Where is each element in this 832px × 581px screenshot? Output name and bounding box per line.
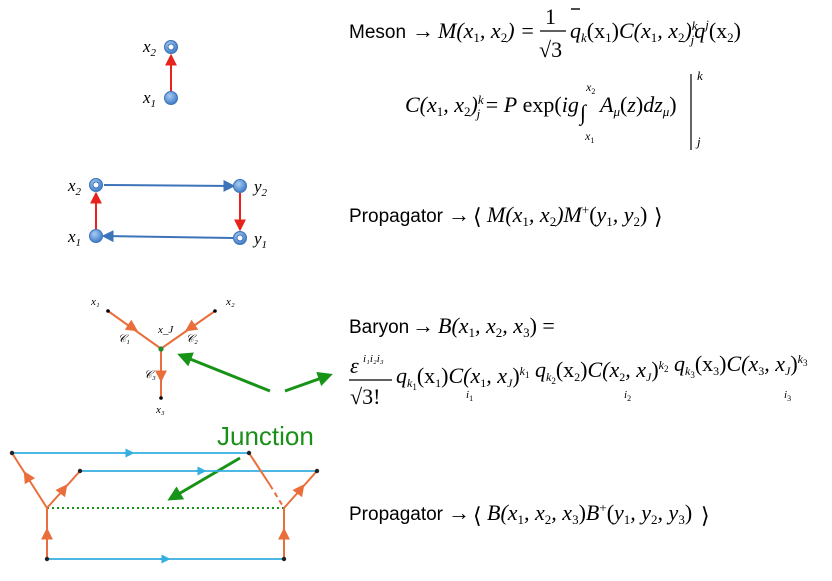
svg-text:𝒞₃: 𝒞₃	[144, 369, 156, 381]
baryon-propagator-diagram	[9, 448, 320, 564]
prop-y2-label: y2	[252, 177, 268, 199]
svg-text:j: j	[695, 134, 701, 149]
svg-text:B(x1, x2, x3)B+(y1, y2, y3): B(x1, x2, x3)B+(y1, y2, y3)	[487, 500, 692, 527]
svg-text:i1: i1	[466, 389, 473, 403]
svg-text:x₃: x₃	[155, 404, 165, 416]
svg-text:√3: √3	[539, 37, 562, 62]
svg-text:qk1(x1)C(x1, xJ)k1 qk2(x2)C(x2: qk1(x1)C(x1, xJ)k1 qk2(x2)C(x2, xJ)k2 qk…	[396, 349, 808, 392]
svg-text:→: →	[412, 313, 434, 338]
svg-text:M(x1, x2) =: M(x1, x2) =	[437, 18, 535, 45]
svg-text:M(x1, x2)M+(y1, y2): M(x1, x2)M+(y1, y2)	[486, 202, 647, 229]
junction-point	[158, 346, 164, 352]
svg-text:∫: ∫	[578, 100, 588, 126]
svg-text:1: 1	[545, 4, 556, 29]
junction-annotation: Junction	[167, 352, 333, 501]
svg-text:→: →	[448, 500, 470, 525]
x1-label: x1	[142, 88, 156, 110]
node-y2	[233, 179, 247, 193]
svg-text:√3!: √3!	[350, 384, 380, 409]
svg-text:C(x1, x2)kj = P exp(ig: C(x1, x2)kj = P exp(ig	[405, 92, 579, 121]
svg-text:→: →	[412, 18, 434, 43]
svg-text:x2: x2	[585, 80, 595, 96]
prop-y1-label: y1	[252, 229, 267, 251]
node-x1	[89, 229, 103, 243]
baryon-equation: Baryon → B(x1, x2, x3) = ε i₁i₂i₃ √3! qk…	[349, 313, 808, 409]
junction-arrow-to-equation	[284, 371, 333, 393]
svg-text:x_J: x_J	[157, 324, 174, 336]
svg-text:⟨: ⟨	[473, 503, 482, 528]
meson-propagator-equation: Propagator → ⟨ M(x1, x2)M+(y1, y2) ⟩	[349, 202, 663, 229]
svg-text:k: k	[697, 68, 703, 83]
svg-text:𝒞₁: 𝒞₁	[118, 333, 130, 345]
svg-text:B(x1, x2, x3) =: B(x1, x2, x3) =	[438, 313, 555, 340]
svg-text:Aμ(z)dzμ): Aμ(z)dzμ)	[598, 92, 677, 119]
baryon-propagator-equation: Propagator → ⟨ B(x1, x2, x3)B+(y1, y2, y…	[349, 500, 710, 528]
svg-text:𝒞₂: 𝒞₂	[186, 333, 198, 345]
prop-x1-label: x1	[67, 227, 81, 249]
svg-text:Meson: Meson	[349, 22, 406, 43]
svg-text:Propagator: Propagator	[349, 504, 444, 525]
prop-x2-label: x2	[67, 176, 82, 198]
meson-diagram: x2 x1	[142, 37, 178, 110]
svg-text:x₁: x₁	[90, 296, 100, 308]
svg-text:Propagator: Propagator	[349, 206, 444, 227]
svg-text:⟩: ⟩	[654, 204, 663, 229]
svg-text:x₂: x₂	[225, 296, 235, 308]
junction-arrow-to-propagator	[167, 456, 241, 501]
svg-text:⟩: ⟩	[701, 503, 710, 528]
svg-text:i2: i2	[624, 389, 631, 403]
svg-text:i3: i3	[784, 389, 791, 403]
quark-node-x1	[164, 91, 178, 105]
svg-text:i₁i₂i₃: i₁i₂i₃	[363, 353, 384, 365]
svg-text:x1: x1	[584, 129, 594, 145]
baryon-diagram: x₁ x₂ x₃ x_J 𝒞₁ 𝒞₂ 𝒞₃	[90, 296, 235, 416]
svg-text:Baryon: Baryon	[349, 317, 409, 338]
x2-label: x2	[142, 37, 157, 59]
svg-text:→: →	[448, 202, 470, 227]
meson-propagator-diagram: x2 x1 y2 y1	[67, 176, 268, 251]
svg-text:ε: ε	[350, 353, 359, 378]
svg-text:⟨: ⟨	[473, 204, 482, 229]
junction-label: Junction	[217, 421, 314, 451]
junction-arrow-to-diagram	[177, 352, 271, 393]
meson-equation: Meson → M(x1, x2) = 1 √3 qk(x1)C(x1, x2)…	[349, 4, 741, 62]
